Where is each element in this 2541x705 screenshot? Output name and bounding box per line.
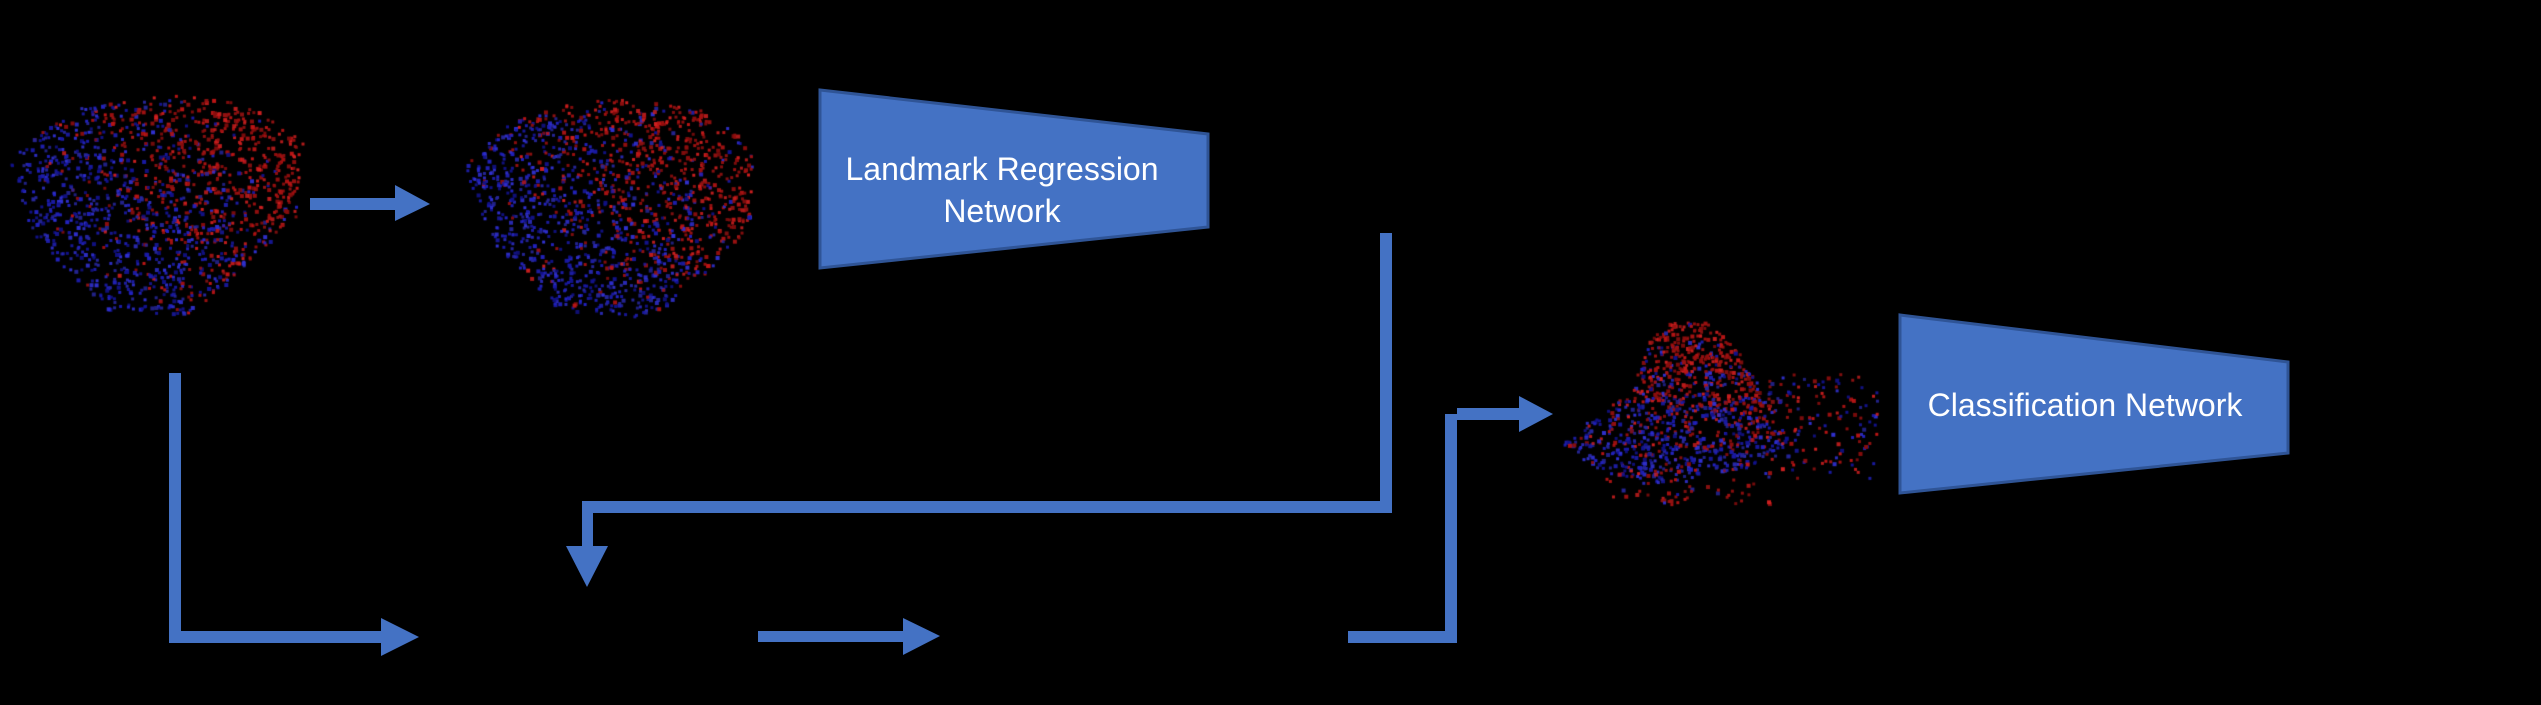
landmark-output-elbow-arrow [566, 233, 1392, 587]
landmark-regression-network-node [818, 88, 1210, 270]
classification-network-label: Classification Network [1927, 387, 2243, 423]
landmark-regression-label-line2: Network [943, 193, 1061, 229]
classification-network-node [1898, 313, 2290, 495]
landmark-point-cloud [455, 92, 760, 324]
landmark-regression-label-line1: Landmark Regression [845, 151, 1159, 187]
input-point-cloud [2, 85, 312, 325]
input-to-landmark-arrow [310, 185, 430, 221]
input-down-left-arrow [169, 373, 419, 656]
landmark-regression-network-label: Landmark Regression Network [812, 148, 1192, 232]
up-into-aligned-cloud-arrow [1348, 396, 1553, 643]
bottom-middle-right-arrow [758, 618, 940, 655]
aligned-point-cloud [1550, 315, 1885, 510]
